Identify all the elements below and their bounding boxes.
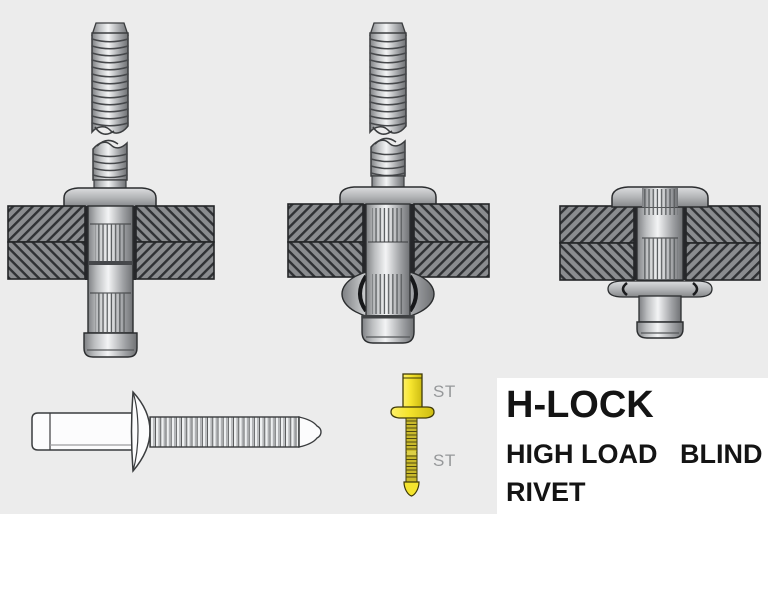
step1-plates: [7, 205, 215, 280]
product-title: H-LOCK: [506, 384, 654, 426]
step1-mandrel-stem: [91, 22, 129, 209]
blind-rivet-side-view-illustration: [31, 390, 322, 473]
step1-rivet-body: [83, 205, 138, 358]
step2-flange-head: [339, 186, 437, 207]
product-subtitle-line1: HIGH LOAD BLIND: [506, 439, 763, 469]
step1-flange-head: [63, 187, 157, 208]
step2-mandrel-stem: [369, 22, 407, 207]
yellow-rivet-illustration: [390, 373, 435, 497]
step3-rivet-set-diagram: [559, 186, 761, 339]
st-label-top: ST: [433, 382, 456, 401]
st-label-bottom: ST: [433, 451, 456, 470]
product-subtitle-line2: RIVET: [506, 477, 586, 507]
step2-plates: [287, 203, 490, 278]
step2-rivet-body-with-bulb: [341, 203, 435, 344]
step3-plates: [559, 205, 761, 281]
step3-rivet-body: [607, 186, 713, 339]
step1-rivet-inserted-diagram: [7, 22, 215, 358]
title-panel: [497, 378, 768, 514]
step2-rivet-setting-diagram: [287, 22, 490, 344]
